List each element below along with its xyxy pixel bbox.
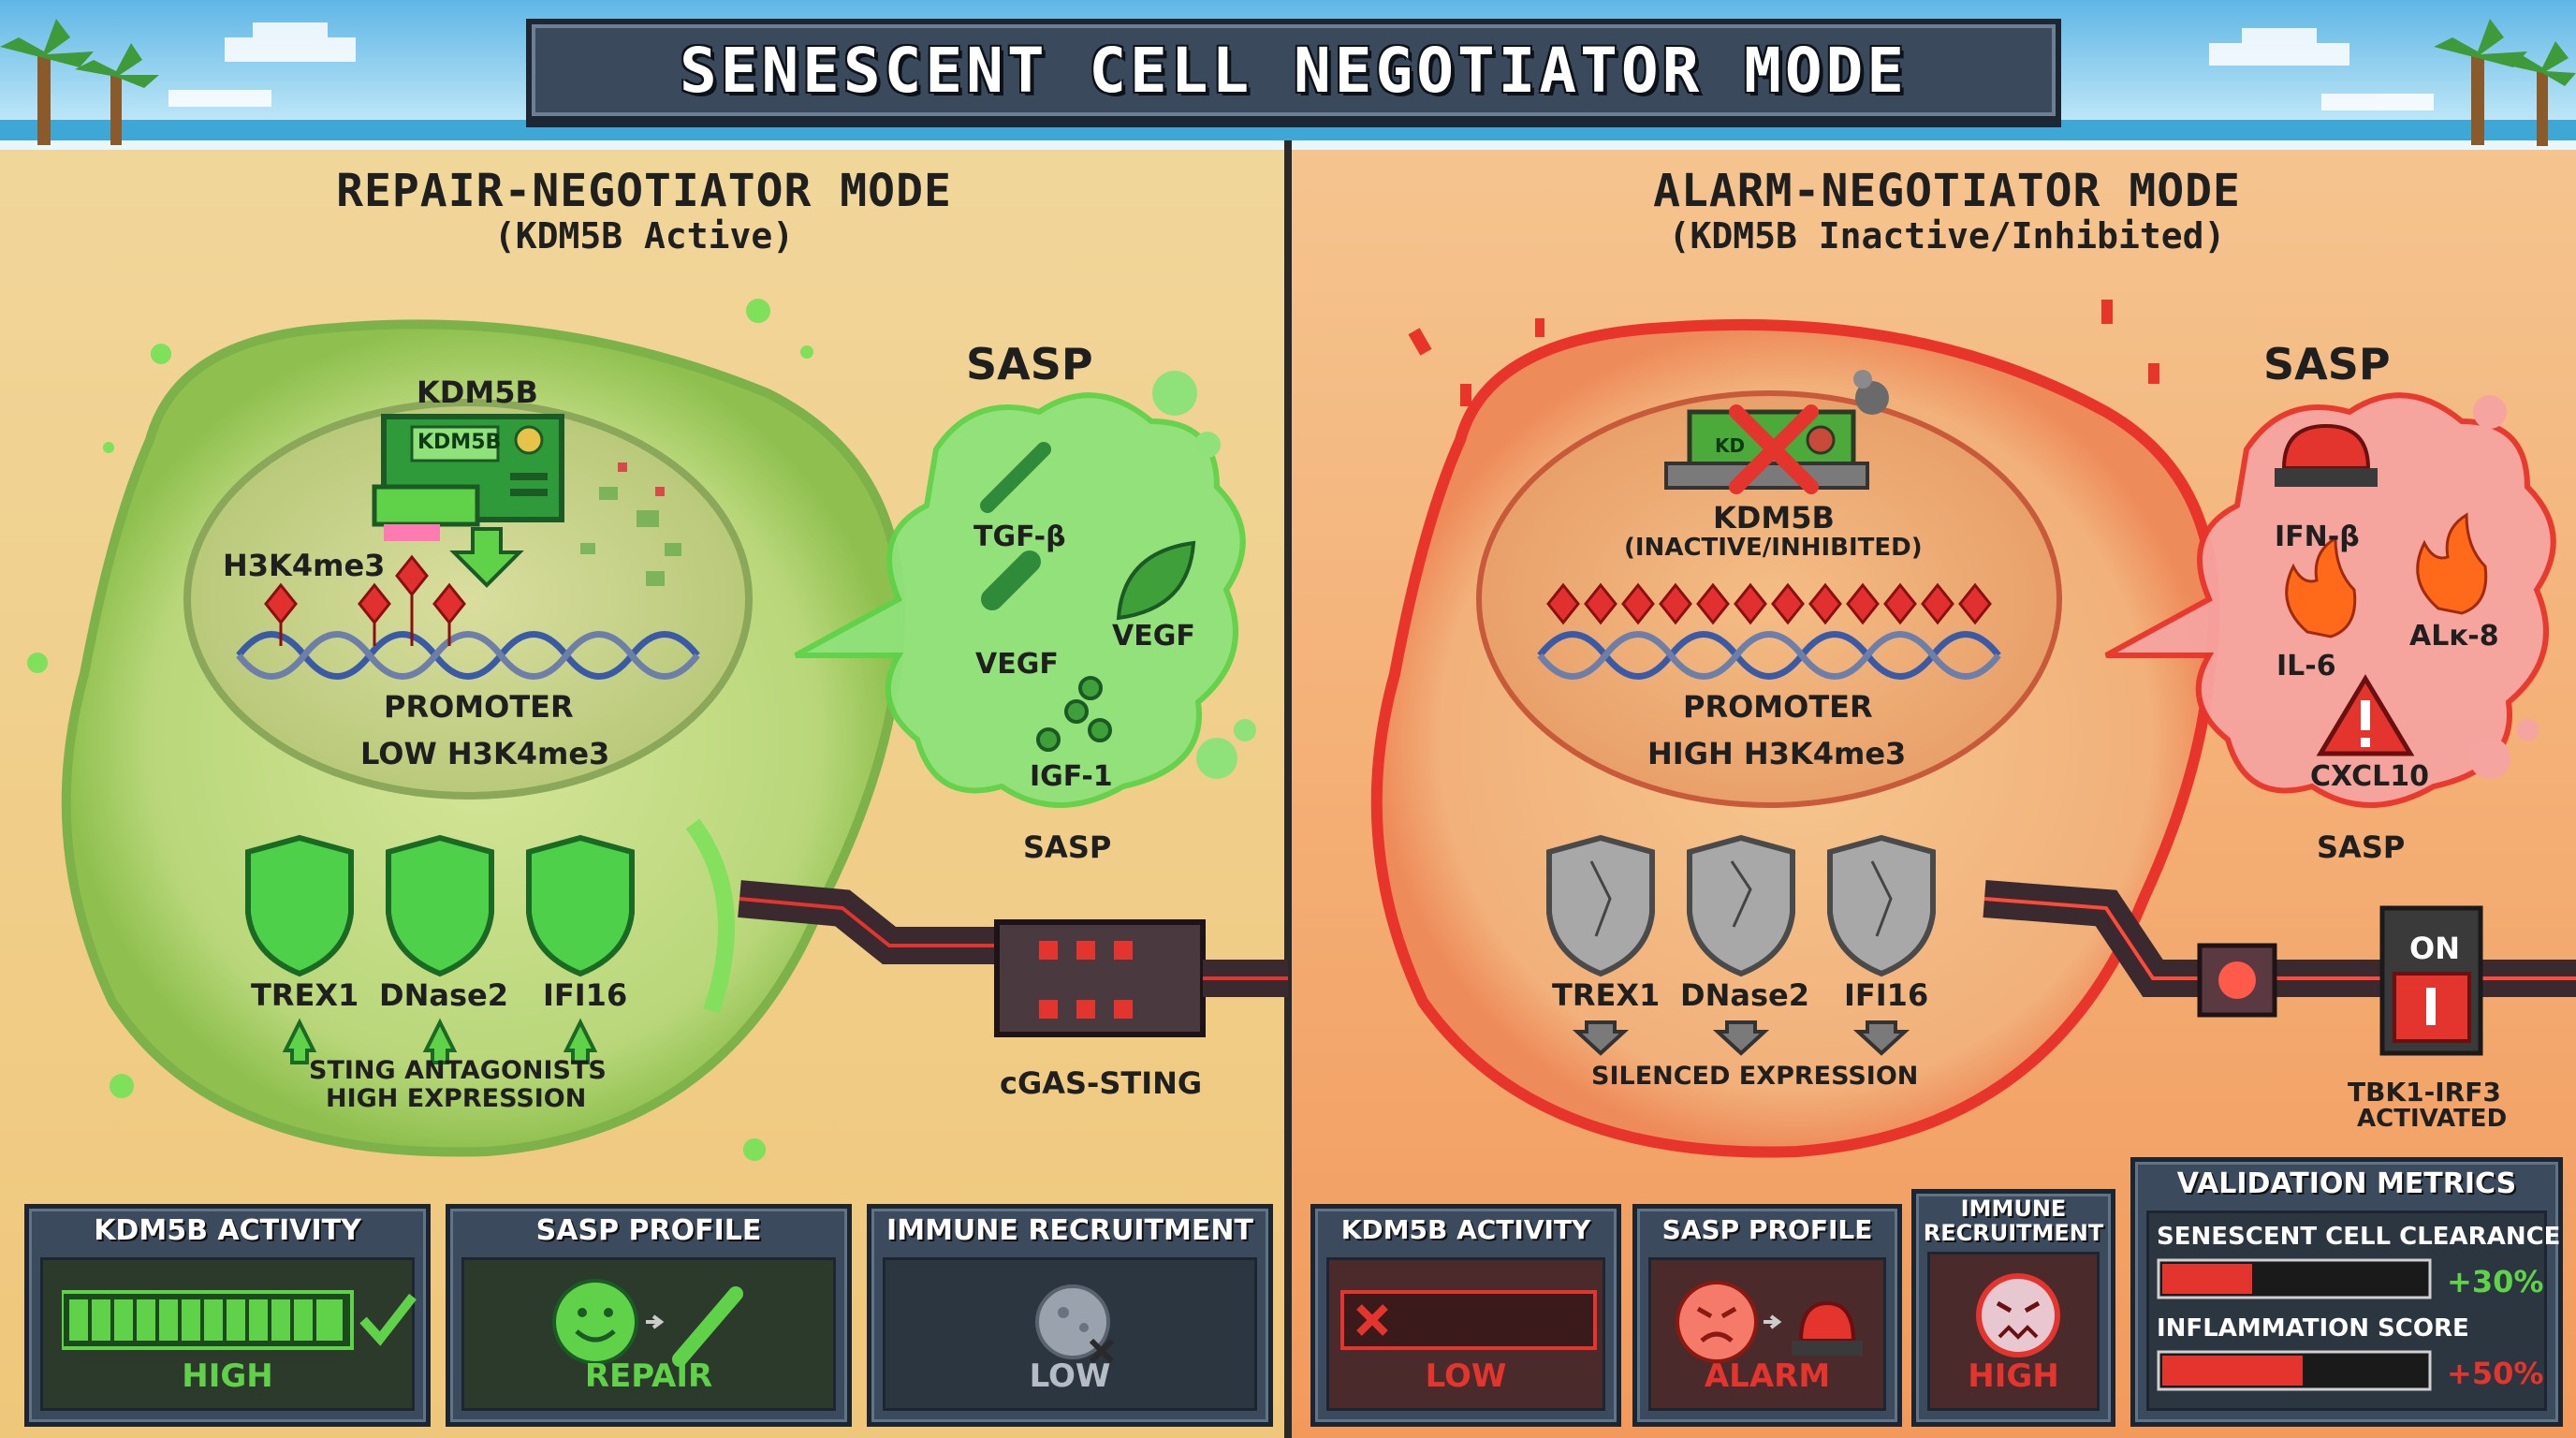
right-shield-label-trex1: TREX1 (1552, 977, 1661, 1013)
metric-kdm5b-activity-left: KDM5B ACTIVITY HIGH (24, 1204, 431, 1427)
metric-value: HIGH (182, 1357, 273, 1395)
inflammation-value: +50% (2447, 1356, 2544, 1391)
right-panel-subtitle: (KDM5B Inactive/Inhibited) (1668, 215, 2226, 257)
metric-head-1: IMMUNE (1960, 1196, 2067, 1222)
right-sasp-title: SASP (2263, 339, 2391, 389)
tbk1-irf3-label: TBK1-IRF3 (2348, 1077, 2501, 1108)
right-panel-title: ALARM-NEGOTIATOR MODE (1653, 165, 2241, 217)
metric-value: HIGH (1968, 1357, 2059, 1395)
metric-kdm5b-activity-right: KDM5B ACTIVITY LOW (1310, 1204, 1621, 1427)
right-sasp-footer: SASP (2317, 829, 2406, 865)
kdm5b-broken-machine (1664, 370, 1889, 494)
metric-inner: REPAIR (461, 1257, 836, 1411)
metric-immune-recruitment-left: IMMUNE RECRUITMENT LOW (867, 1204, 1273, 1427)
validation-metrics-panel: VALIDATION METRICS SENESCENT CELL CLEARA… (2130, 1157, 2563, 1427)
metric-value: REPAIR (584, 1357, 713, 1395)
kdm5b-chip-label: KDM5B (417, 431, 502, 454)
metric-inner: ALARM (1648, 1257, 1886, 1411)
angry-immune-cell-icon (1976, 1273, 2060, 1357)
activated-label: ACTIVATED (2357, 1105, 2508, 1133)
metric-inner: HIGH (40, 1257, 417, 1411)
page-title: SENESCENT CELL NEGOTIATOR MODE (679, 34, 1909, 107)
left-panel-subtitle: (KDM5B Active) (493, 215, 795, 257)
h3k4me3-label: H3K4me3 (223, 548, 386, 583)
metric-head: SASP PROFILE (1661, 1214, 1873, 1245)
sasp-item-vegf-2: VEGF (1112, 620, 1195, 653)
sasp-item-vegf-1: VEGF (975, 648, 1059, 681)
clearance-value: +30% (2447, 1264, 2544, 1299)
metric-value: LOW (1029, 1357, 1111, 1395)
kdm5b-label: KDM5B (417, 374, 538, 410)
left-panel-title: REPAIR-NEGOTIATOR MODE (336, 165, 952, 217)
on-switch-label: ON (2409, 931, 2460, 966)
kd-chip-label: KD (1715, 434, 1746, 457)
metric-head: KDM5B ACTIVITY (94, 1214, 361, 1247)
metric-sasp-profile-right: SASP PROFILE ALARM (1632, 1204, 1902, 1427)
sasp-item-igf: IGF-1 (1030, 760, 1113, 793)
metric-sasp-profile-left: SASP PROFILE REPAIR (446, 1204, 852, 1427)
metric-head: IMMUNE RECRUITMENT (886, 1214, 1253, 1247)
sting-antagonists-note: STING ANTAGONISTS (309, 1056, 607, 1085)
clearance-label: SENESCENT CELL CLEARANCE (2157, 1223, 2561, 1251)
activity-bar-full (62, 1290, 417, 1350)
sasp-item-ifn: IFN-β (2275, 521, 2360, 553)
metric-head-2: RECRUITMENT (1923, 1220, 2104, 1246)
metric-head: SASP PROFILE (535, 1214, 762, 1247)
right-promoter-state: HIGH H3K4me3 (1647, 736, 1907, 771)
metric-head: KDM5B ACTIVITY (1340, 1214, 1591, 1245)
kdm5b-machine (372, 414, 564, 541)
sasp-item-alk8: ALĸ-8 (2409, 620, 2499, 653)
shield-label-trex1: TREX1 (251, 977, 359, 1013)
metric-inner: LOW (1326, 1257, 1605, 1411)
metric-inner: HIGH (1927, 1252, 2100, 1411)
alarm-icon (1676, 1281, 1863, 1363)
shield-label-ifi16: IFI16 (543, 977, 628, 1013)
left-promoter-label: PROMOTER (384, 689, 574, 725)
cgas-sting-label: cGAS-STING (1000, 1065, 1203, 1101)
high-expression-note: HIGH EXPRESSION (326, 1084, 587, 1113)
sasp-item-il6: IL-6 (2276, 650, 2336, 682)
sasp-item-tgf: TGF-β (973, 521, 1066, 553)
shield-label-dnase2: DNase2 (379, 977, 508, 1013)
inflammation-bar (2157, 1350, 2432, 1391)
activity-bar-empty (1340, 1290, 1597, 1350)
metric-immune-recruitment-right: IMMUNE RECRUITMENT HIGH (1911, 1189, 2115, 1427)
clearance-bar (2157, 1258, 2432, 1299)
right-kdm5b-label: KDM5B (1713, 500, 1835, 536)
right-shield-label-dnase2: DNase2 (1680, 977, 1809, 1013)
metric-value: ALARM (1704, 1357, 1831, 1395)
silenced-expression-note: SILENCED EXPRESSION (1591, 1062, 1919, 1091)
repair-icon (552, 1279, 743, 1367)
left-sasp-title: SASP (966, 339, 1093, 389)
title-banner: SENESCENT CELL NEGOTIATOR MODE (526, 19, 2061, 122)
kdm5b-state-label: (INACTIVE/INHIBITED) (1624, 534, 1923, 562)
immune-cell-icon (1035, 1284, 1115, 1364)
metric-inner: SENESCENT CELL CLEARANCE +30% INFLAMMATI… (2146, 1211, 2560, 1411)
left-sasp-footer: SASP (1023, 829, 1112, 865)
right-promoter-label: PROMOTER (1683, 689, 1873, 725)
validation-head: VALIDATION METRICS (2176, 1167, 2517, 1200)
metric-inner: LOW (883, 1257, 1257, 1411)
left-promoter-state: LOW H3K4me3 (360, 736, 610, 771)
metric-value: LOW (1425, 1357, 1507, 1395)
inflammation-label: INFLAMMATION SCORE (2157, 1314, 2469, 1343)
sasp-item-cxcl10: CXCL10 (2310, 760, 2429, 793)
right-shield-label-ifi16: IFI16 (1844, 977, 1929, 1013)
